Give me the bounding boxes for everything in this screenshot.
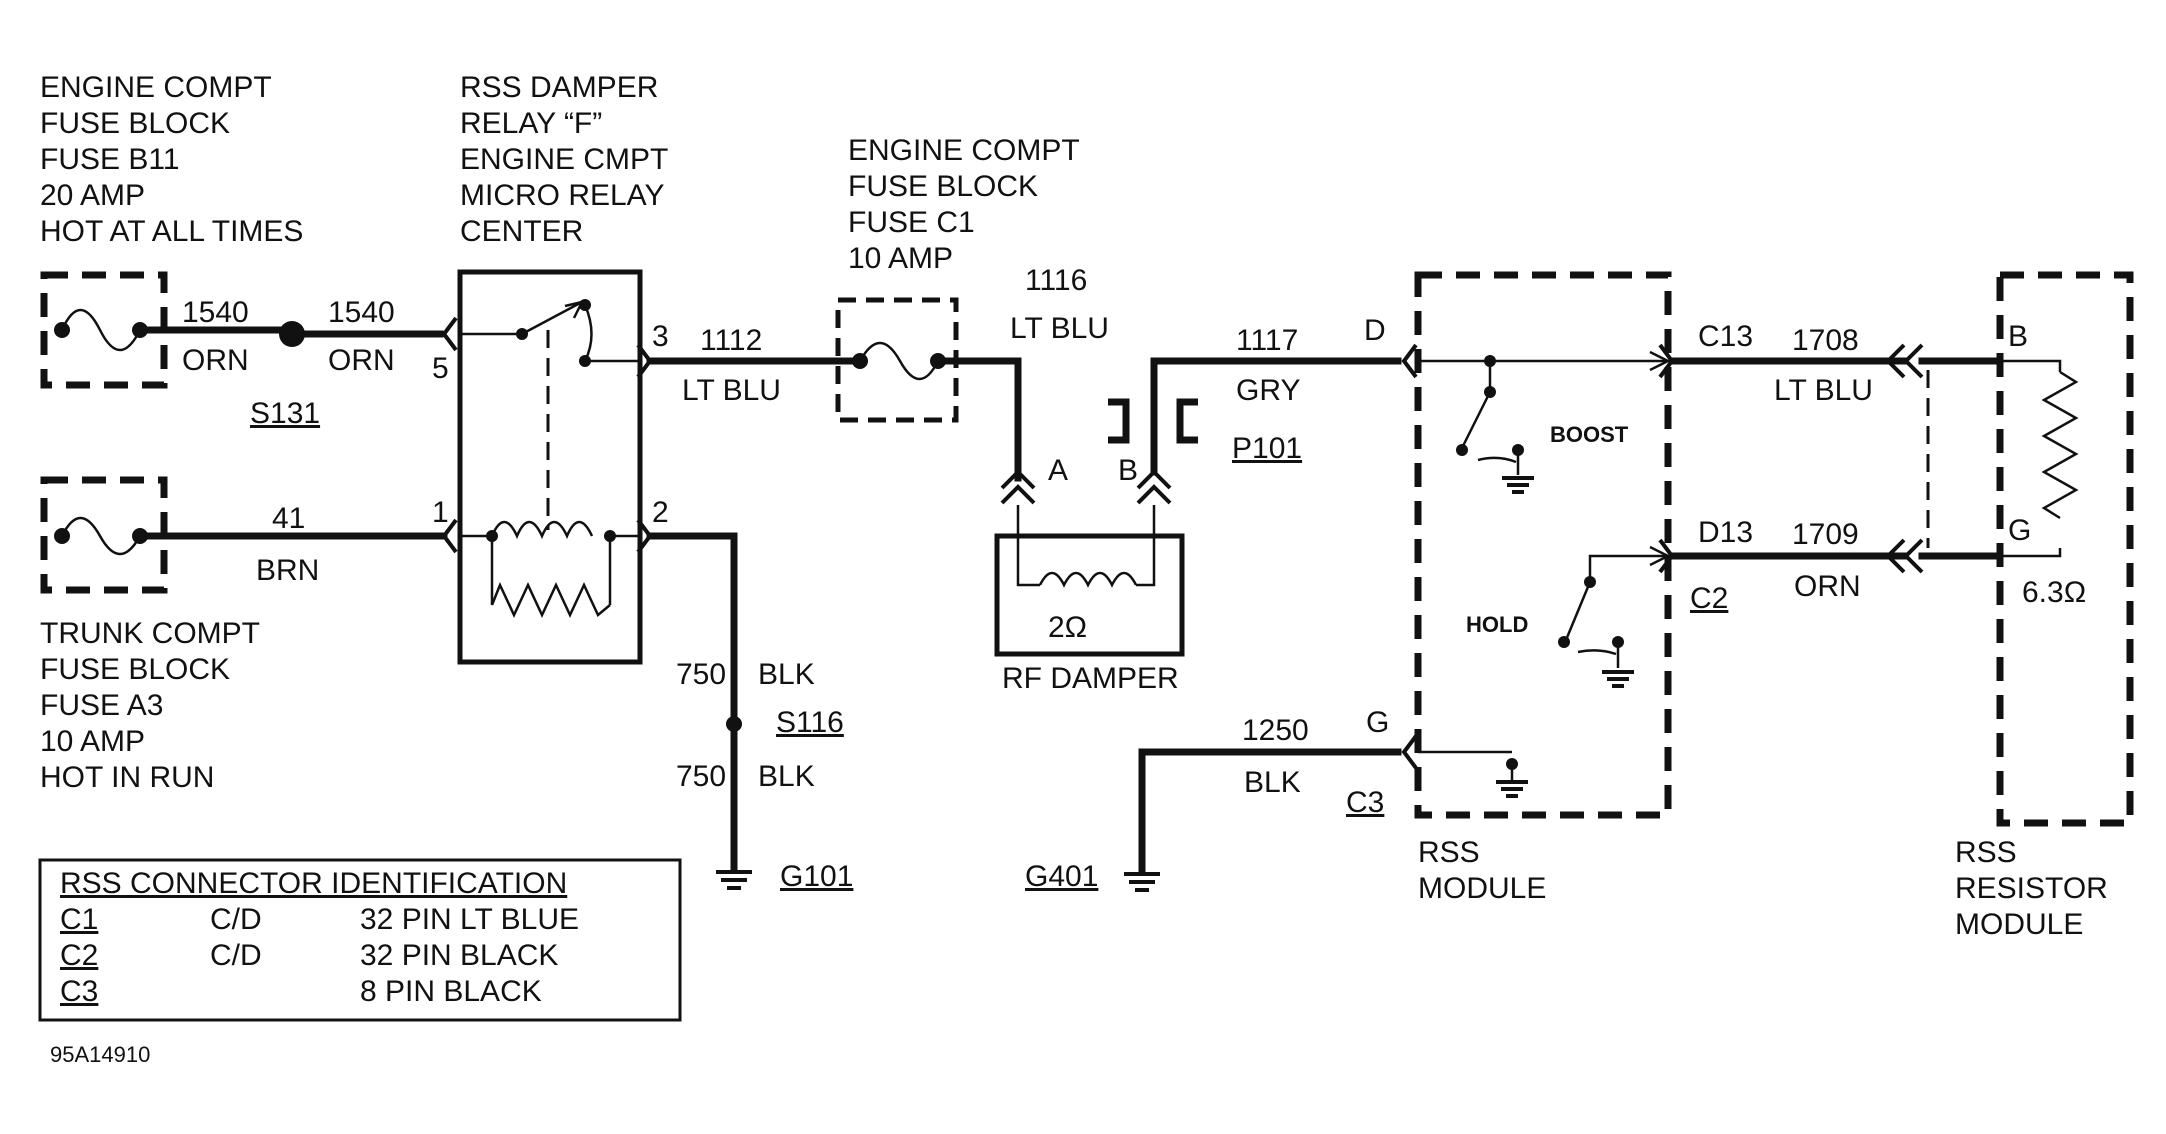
svg-text:TRUNK COMPT: TRUNK COMPT xyxy=(40,617,260,650)
table-row-type: C/D xyxy=(210,903,262,936)
resistor-module-label-2: RESISTOR xyxy=(1955,872,2108,905)
rss-damper-relay xyxy=(441,269,653,665)
svg-text:ENGINE CMPT: ENGINE CMPT xyxy=(460,143,668,176)
wire-1540a-color: ORN xyxy=(182,344,249,377)
wire-1117-number: 1117 xyxy=(1236,324,1298,357)
resistor-module-label-3: MODULE xyxy=(1955,908,2083,941)
wire-41-color: BRN xyxy=(256,554,319,587)
wire-1112-color: LT BLU xyxy=(682,374,781,407)
damper-resistance: 2Ω xyxy=(1048,611,1087,644)
wire-750b-number: 750 xyxy=(676,760,726,793)
p101-connector xyxy=(1108,398,1198,444)
svg-text:ENGINE COMPT: ENGINE COMPT xyxy=(40,71,272,104)
svg-text:HOT IN RUN: HOT IN RUN xyxy=(40,761,214,794)
wire-1117 xyxy=(1150,357,1402,476)
relay-pin-5: 5 xyxy=(432,352,449,385)
resistor-module-label-1: RSS xyxy=(1955,836,2017,869)
table-row-type: C/D xyxy=(210,939,262,972)
pin-d13: D13 xyxy=(1698,516,1753,549)
ground-g101-icon xyxy=(716,870,752,890)
svg-text:20 AMP: 20 AMP xyxy=(40,179,145,212)
resistor-pin-b: B xyxy=(2008,320,2028,353)
svg-text:MICRO RELAY: MICRO RELAY xyxy=(460,179,664,212)
table-row-desc: 8 PIN BLACK xyxy=(360,975,542,1008)
wire-41-number: 41 xyxy=(272,502,305,535)
resistor-connector xyxy=(1885,343,1930,574)
wire-1708-number: 1708 xyxy=(1792,324,1859,357)
wire-1540b-number: 1540 xyxy=(328,296,395,329)
wire-1250-color: BLK xyxy=(1244,766,1301,799)
connector-identification-table: RSS CONNECTOR IDENTIFICATION C1 C/D 32 P… xyxy=(38,858,682,1022)
svg-text:FUSE A3: FUSE A3 xyxy=(40,689,163,722)
connector-c2-label: C2 xyxy=(1690,582,1728,615)
table-row-id: C1 xyxy=(60,903,98,936)
ground-g401-label: G401 xyxy=(1025,860,1098,893)
wire-750a-number: 750 xyxy=(676,658,726,691)
splice-s116-label: S116 xyxy=(776,706,844,739)
svg-text:FUSE BLOCK: FUSE BLOCK xyxy=(848,170,1038,203)
wire-1116 xyxy=(934,357,1022,482)
boost-label: BOOST xyxy=(1550,422,1629,447)
svg-text:CENTER: CENTER xyxy=(460,215,583,248)
trunk-fuse-a3-label: TRUNK COMPT FUSE BLOCK FUSE A3 10 AMP HO… xyxy=(40,617,260,794)
ground-g401-icon xyxy=(1124,872,1160,892)
svg-text:FUSE C1: FUSE C1 xyxy=(848,206,975,239)
rf-damper xyxy=(994,469,1185,657)
rss-module-label-2: MODULE xyxy=(1418,872,1546,905)
engine-fuse-c1-label: ENGINE COMPT FUSE BLOCK FUSE C1 10 AMP xyxy=(848,134,1080,275)
svg-text:FUSE BLOCK: FUSE BLOCK xyxy=(40,107,230,140)
svg-text:10 AMP: 10 AMP xyxy=(40,725,145,758)
svg-text:ENGINE COMPT: ENGINE COMPT xyxy=(848,134,1080,167)
wire-750b-color: BLK xyxy=(758,760,815,793)
wire-1709-color: ORN xyxy=(1794,570,1861,603)
damper-pin-b: B xyxy=(1118,454,1138,487)
wire-1116-color: LT BLU xyxy=(1010,312,1109,345)
table-row-desc: 32 PIN LT BLUE xyxy=(360,903,579,936)
module-pin-g: G xyxy=(1366,706,1389,739)
splice-s131-label: S131 xyxy=(250,397,320,430)
resistor-ohms: 6.3Ω xyxy=(2022,576,2086,609)
rss-module-label-1: RSS xyxy=(1418,836,1480,869)
splice-s116-dot xyxy=(726,716,742,732)
wire-1708-color: LT BLU xyxy=(1774,374,1873,407)
rss-module xyxy=(1401,271,1675,819)
rf-damper-label: RF DAMPER xyxy=(1002,662,1179,695)
module-pin-d: D xyxy=(1364,314,1386,347)
wire-1112-number: 1112 xyxy=(700,324,762,357)
connector-c3-label: C3 xyxy=(1346,786,1384,819)
wire-1540b-color: ORN xyxy=(328,344,395,377)
damper-pin-a: A xyxy=(1048,454,1068,487)
svg-text:RSS DAMPER: RSS DAMPER xyxy=(460,71,658,104)
wire-1250-number: 1250 xyxy=(1242,714,1309,747)
rss-damper-relay-label: RSS DAMPER RELAY “F” ENGINE CMPT MICRO R… xyxy=(460,71,668,248)
table-title: RSS CONNECTOR IDENTIFICATION xyxy=(60,867,567,900)
svg-text:FUSE BLOCK: FUSE BLOCK xyxy=(40,653,230,686)
engine-fuse-b11-label: ENGINE COMPT FUSE BLOCK FUSE B11 20 AMP … xyxy=(40,71,303,248)
relay-pin-3: 3 xyxy=(652,320,669,353)
relay-pin-2: 2 xyxy=(652,496,669,529)
wire-1709-number: 1709 xyxy=(1792,518,1859,551)
wire-1116-number: 1116 xyxy=(1025,264,1087,297)
svg-text:10 AMP: 10 AMP xyxy=(848,242,953,275)
wire-1117-color: GRY xyxy=(1236,374,1300,407)
table-row-desc: 32 PIN BLACK xyxy=(360,939,558,972)
wire-750a-color: BLK xyxy=(758,658,815,691)
pin-c13: C13 xyxy=(1698,320,1753,353)
svg-text:RELAY “F”: RELAY “F” xyxy=(460,107,602,140)
hold-label: HOLD xyxy=(1466,612,1528,637)
rss-resistor-module xyxy=(1996,271,2134,827)
wire-750 xyxy=(646,532,738,874)
resistor-pin-g: G xyxy=(2008,514,2031,547)
ground-g101-label: G101 xyxy=(780,860,853,893)
wire-1540a-number: 1540 xyxy=(182,296,249,329)
p101-label: P101 xyxy=(1232,432,1302,465)
relay-pin-1: 1 xyxy=(432,496,449,529)
svg-text:FUSE B11: FUSE B11 xyxy=(40,143,180,176)
wire-1250 xyxy=(1138,748,1402,876)
table-row-id: C3 xyxy=(60,975,98,1008)
figure-id: 95A14910 xyxy=(50,1042,150,1067)
svg-text:HOT AT ALL TIMES: HOT AT ALL TIMES xyxy=(40,215,303,248)
table-row-id: C2 xyxy=(60,939,98,972)
